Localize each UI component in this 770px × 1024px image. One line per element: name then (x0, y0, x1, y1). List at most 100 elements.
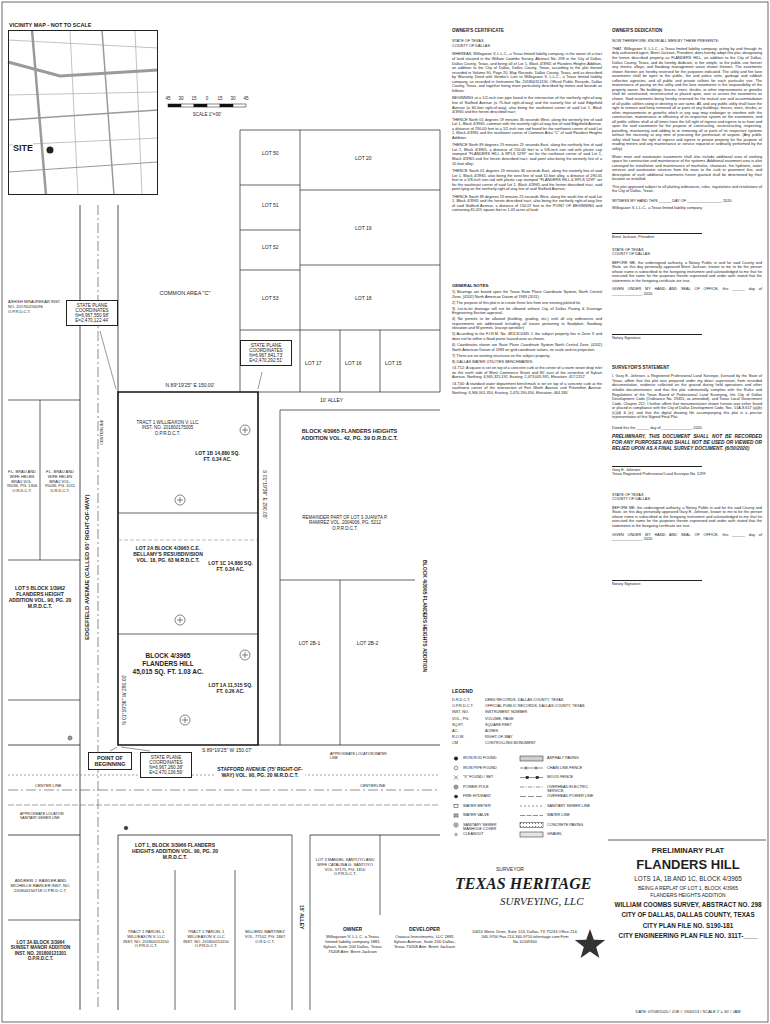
plat-label: TRACT 2 PARCEL 1 WILLIEAXON V, LLC INST.… (182, 930, 230, 949)
coordinate-text: STATE PLANE COORDINATES N=6,967,260.38' … (143, 755, 190, 776)
certificate-text: THENCE North 89 degrees 19 minutes 25 se… (452, 143, 602, 166)
certificate-text: STATE OF TEXAS (452, 39, 602, 44)
certificate-text: COUNTY OF DALLAS (612, 497, 762, 502)
lot-lines (8, 130, 440, 1010)
plat-label: BLOCK 4/3965 FLANDERS HEIGHTS ADDITION (422, 560, 428, 690)
plat-label: DATE: 07/08/2020 / JOB # 1900513 / SCALE… (612, 1010, 764, 1015)
plat-label: LOT 53 (262, 295, 292, 301)
plat-label: BILLIERD MARTINEZ VOL. 77102, PG. 1867 O… (241, 930, 289, 944)
utility-symbols (68, 736, 128, 830)
legend-entry: ASPHALT PAVING (547, 756, 605, 761)
coordinate-box: STATE PLANE COORDINATES N=6,967,550.98' … (66, 300, 118, 326)
old-lot-line (118, 540, 258, 541)
logo-star (575, 929, 605, 958)
plat-label: LOT 1C 14,880 SQ. FT. 0.34 AC. (208, 560, 253, 572)
certificate-text: WHEREAS, Willegaxon V, L.L.C., a Texas l… (452, 52, 602, 93)
plat-label: LOT 2B-2 (350, 640, 385, 646)
certificate-text: GIVEN UNDER MY HAND AND SEAL OF OFFICE, … (612, 533, 762, 542)
plat-label: EDGEFIELD AVENUE (CALLED 60' RIGHT-OF-WA… (84, 470, 91, 640)
sheet-text: RIGHT-OF-WAY (485, 735, 600, 740)
plat-label: DEVELOPER (392, 926, 457, 932)
sheet-text: INST. NO. (452, 710, 484, 715)
plat-label: SCALE 1"=30' (182, 112, 232, 117)
sheet-text: O.P.R.D.C.T. (452, 704, 484, 709)
certificate-text: STATE OF TEXAS (612, 493, 762, 498)
text-column: OWNER'S DEDICATIONNOW THEREFORE, KNOW AL… (612, 28, 762, 586)
site-label: SITE (13, 143, 33, 153)
certificate-text: 1) Bearings are based upon the Texas Sta… (452, 290, 602, 299)
plat-label: ASHISH MINAJREKAR INST. NO. 201700256096… (8, 300, 63, 314)
coordinate-box: STATE PLANE COORDINATES N=6,967,260.38' … (140, 752, 192, 778)
plat-label: SURVEYOR (480, 866, 540, 872)
plat-label: 15 (215, 96, 225, 101)
plat-label: S 89°19'25" W 150.07' (196, 747, 258, 753)
certificate-text: THAT, Willegaxon V, L.L.C., a Texas limi… (612, 47, 762, 152)
legend-entry: IRON ROD FOUND (463, 756, 515, 761)
sheet-text: VOLUME, PAGE (485, 717, 600, 722)
certificate-text: THENCE South 01 degrees 19 minutes 36 se… (452, 169, 602, 192)
plat-label: CITY ENGINEERING PLAN FILE NO. 311T-____ (612, 932, 764, 940)
certificate-text: Water main and wastewater easements shal… (612, 155, 762, 182)
right-of-way-lines (8, 205, 440, 1010)
certificate-text: SURVEYOR'S STATEMENT (612, 365, 762, 370)
sheet-text: VOL., PG. (452, 717, 484, 722)
legend-line-symbols (520, 756, 543, 837)
plat-label: N 01°19'36" W 290.00' (121, 635, 127, 725)
coordinate-text: STATE PLANE COORDINATES N=6,967,550.98' … (69, 303, 116, 324)
plat-label: LOT 16 (345, 360, 375, 366)
certificate-text: GIVEN UNDER MY HAND AND SEAL OF OFFICE, … (612, 287, 762, 296)
plat-label: CENTERLINE (100, 405, 105, 445)
legend-entry: WATER LINE (547, 813, 605, 818)
title-rule (608, 840, 766, 841)
plat-label: F.L. BRAU AND WIFE HELEN BRAU VOL. 95036… (43, 470, 77, 494)
plat-label: BLOCK 4/3965 FLANDERS HEIGHTS ADDITION V… (292, 428, 407, 441)
legend-entry: WATER METER (463, 804, 515, 809)
plat-label: WILLIAM COOMBS SURVEY, ABSTRACT NO. 298 (612, 901, 764, 909)
plat-label: TEXAS HERITAGE (455, 874, 605, 893)
plat-label: LOT 19 (355, 225, 385, 231)
plat-label: LOT 15 (385, 360, 415, 366)
plat-label: 10610 Metric Drive, Suite 124, Dallas, T… (470, 930, 580, 944)
plat-label: 45 (241, 96, 251, 101)
certificate-text: COUNTY OF DALLAS (452, 44, 602, 49)
certificate-text: BEFORE ME, the undersigned authority, a … (612, 261, 762, 284)
plat-label: LOT 18 (355, 295, 385, 301)
plat-label: TRACT 1 WILLIEAXON V, LLC INST. NO. 2018… (135, 420, 200, 436)
certificate-text: 6) Coordinates shown are State Plane Coo… (452, 343, 602, 352)
sheet-text: R.O.W. (452, 735, 484, 740)
certificate-text: 7) There are no existing structures on t… (452, 354, 602, 359)
coordinate-box: POINT OF BEGINNING (88, 752, 132, 770)
legend-entry: OVERHEAD ELECTRIC SERVICE (547, 785, 605, 794)
plat-label: 0 (202, 96, 212, 101)
plat-label: LOT 3A BLOCK 3/3964 SUNSET MANOR ADDITIO… (8, 940, 73, 962)
plat-label: ANDREW J. RAWLER AND MICHELLE RAWLER INS… (8, 878, 73, 893)
certificate-text: BEFORE ME, the undersigned authority, a … (612, 506, 762, 529)
legend-entry: "X" FOUND / SET (463, 775, 515, 780)
certificate-text: Willegaxon V, L.L.C., a Texas limited li… (612, 206, 762, 211)
plat-label: N 89°19'25" E 150.00' (145, 382, 235, 388)
plat-label: LOT 52 (262, 244, 292, 250)
certificate-text: OWNER'S CERTIFICATE (452, 28, 602, 33)
legend-entry: WATER VALVE (463, 813, 515, 818)
certificate-text: I, Gary E. Johnson, a Registered Profess… (612, 374, 762, 419)
plat-label: BEING A REPLAT OF LOT 1, BLOCK 4/3965 (612, 885, 764, 891)
legend-entry: CHAIN LINK FENCE (547, 766, 605, 771)
plat-label: OWNER (320, 926, 385, 932)
plat-label: CITY PLAN FILE NO. S190-181 (612, 922, 764, 930)
plat-label: CENTER LINE (35, 784, 70, 789)
legend-entry: CLEANOUT (463, 832, 515, 837)
legend-entry: GRAVEL (547, 832, 605, 837)
plat-label: CENTERLINE (360, 784, 395, 789)
legend-entry: WOOD FENCE (547, 775, 605, 780)
certificate-text: #4-T12: A square is set on top of a conc… (452, 366, 602, 380)
legend-symbols (454, 757, 458, 836)
certificate-text: STATE OF TEXAS (612, 248, 762, 253)
vicinity-roads (8, 30, 158, 195)
tree-symbols (175, 425, 250, 725)
certificate-text: 2) The purpose of this plat is to create… (452, 301, 602, 306)
certificate-text: Brent Jackson, President (612, 233, 702, 240)
sheet-text: CONTROLLING MONUMENT (485, 741, 600, 746)
legend-entry: OVERHEAD POWER LINE (547, 794, 605, 799)
sheet-text: AC. (452, 729, 484, 734)
scale-bar (168, 104, 246, 107)
